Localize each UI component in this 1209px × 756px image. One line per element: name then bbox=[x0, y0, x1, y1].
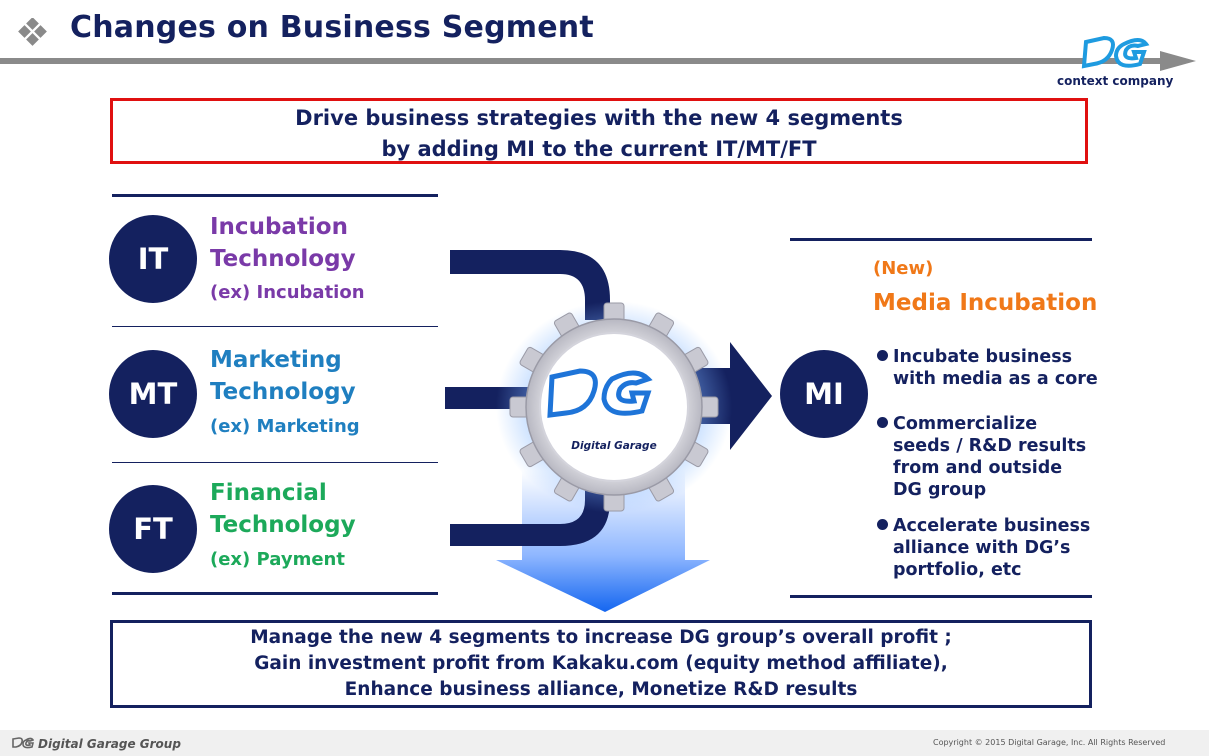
segment-badge-ft: FT bbox=[109, 485, 197, 573]
logo-tagline: context company bbox=[1057, 74, 1174, 88]
bullet-dot bbox=[877, 519, 888, 530]
pipe-ft bbox=[450, 480, 610, 546]
headline-line-2: by adding MI to the current IT/MT/FT bbox=[381, 137, 817, 161]
segment-badge-mi: MI bbox=[780, 350, 868, 438]
segment-name-it: Incubation Technology bbox=[210, 214, 356, 272]
diamond-icon bbox=[18, 18, 47, 46]
segment-divider bbox=[112, 194, 438, 197]
mi-bullet-2: Commercialize seeds / R&D results from a… bbox=[877, 413, 1107, 501]
page-title: Changes on Business Segment bbox=[70, 10, 594, 45]
mi-title: Media Incubation bbox=[873, 290, 1098, 316]
segment-badge-it: IT bbox=[109, 215, 197, 303]
dg-logo-icon bbox=[1081, 35, 1150, 69]
dg-footer-logo-icon bbox=[12, 737, 34, 749]
pipe-it bbox=[450, 250, 610, 320]
new-badge: (New) bbox=[873, 258, 934, 279]
headline-box: Drive business strategies with the new 4… bbox=[110, 98, 1088, 164]
segment-example-it: (ex) Incubation bbox=[210, 282, 365, 303]
footer-bar bbox=[0, 730, 1209, 756]
summary-box: Manage the new 4 segments to increase DG… bbox=[110, 620, 1092, 708]
segment-name-mt: Marketing Technology bbox=[210, 347, 356, 405]
footer-company: Digital Garage Group bbox=[38, 737, 181, 751]
segment-divider bbox=[112, 592, 438, 595]
gear-icon bbox=[496, 301, 732, 513]
segment-example-mt: (ex) Marketing bbox=[210, 416, 360, 437]
summary-line-1: Manage the new 4 segments to increase DG… bbox=[250, 627, 952, 648]
segment-example-ft: (ex) Payment bbox=[210, 549, 345, 570]
segment-name-ft: Financial Technology bbox=[210, 480, 356, 538]
header-divider bbox=[0, 51, 1196, 71]
mi-divider-top bbox=[790, 238, 1092, 241]
bullet-dot bbox=[877, 350, 888, 361]
mi-bullet-3: Accelerate business alliance with DG’s p… bbox=[877, 515, 1107, 581]
segment-badge-mt: MT bbox=[109, 350, 197, 438]
headline-line-1: Drive business strategies with the new 4… bbox=[295, 106, 903, 130]
footer-copyright: Copyright © 2015 Digital Garage, Inc. Al… bbox=[933, 738, 1166, 747]
hub-label: Digital Garage bbox=[571, 440, 657, 452]
mi-divider-bottom bbox=[790, 595, 1092, 598]
summary-line-3: Enhance business alliance, Monetize R&D … bbox=[344, 679, 858, 700]
segment-divider bbox=[112, 462, 438, 463]
bullet-dot bbox=[877, 417, 888, 428]
mi-bullet-1: Incubate business with media as a core bbox=[877, 346, 1107, 390]
segment-divider bbox=[112, 326, 438, 327]
summary-line-2: Gain investment profit from Kakaku.com (… bbox=[254, 653, 948, 674]
